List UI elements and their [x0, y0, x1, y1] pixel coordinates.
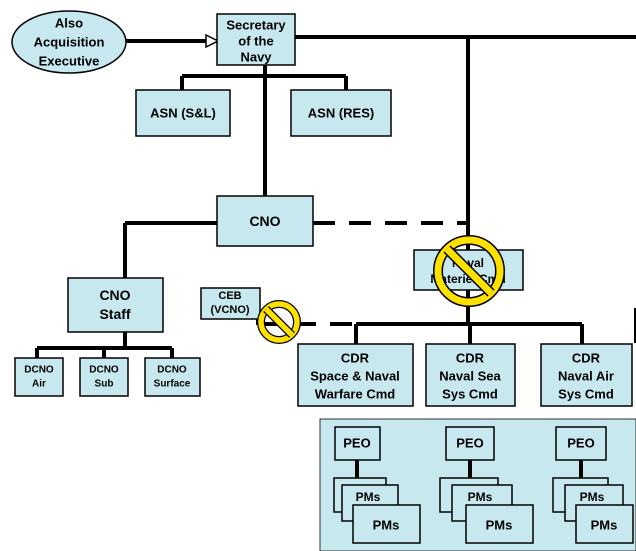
cdr-spawar-line-1: CDR	[341, 351, 370, 366]
acquisition-line-1: Also	[55, 16, 83, 31]
cno-staff-line-1: CNO	[99, 287, 130, 303]
cdr-navsea-line-1: CDR	[456, 351, 485, 366]
prohibition-icon	[433, 235, 505, 307]
cno-staff-line-2: Staff	[99, 306, 130, 322]
cno-staff-node: CNO Staff	[67, 277, 164, 333]
pm-mid-label: PMs	[468, 490, 493, 504]
cdr-navair-line-3: Sys Cmd	[558, 387, 614, 402]
secnav-line-3: Navy	[240, 50, 272, 65]
dcno-air-node: DCNO Air	[14, 357, 64, 397]
acquisition-executive-node: Also Acquisition Executive	[11, 10, 127, 74]
secretary-of-navy-node: Secretary of the Navy	[216, 13, 296, 66]
cdr-navair-node: CDR Naval Air Sys Cmd	[540, 343, 633, 407]
pms-label: PMs	[486, 518, 513, 533]
dcno-air-line-2: Air	[32, 379, 46, 390]
dcno-sub-line-2: Sub	[95, 379, 114, 390]
cno-node: CNO	[216, 195, 314, 247]
pms-label: PMs	[373, 518, 400, 533]
peo-label: PEO	[343, 436, 370, 451]
peo-label: PEO	[567, 436, 594, 451]
secnav-line-1: Secretary	[226, 18, 286, 33]
asn-res-node: ASN (RES)	[290, 89, 392, 137]
ceb-line-1: CEB	[218, 290, 241, 302]
asn-sl-label: ASN (S&L)	[150, 106, 216, 121]
dcno-surface-line-2: Surface	[154, 379, 191, 390]
pm-mid-label: PMs	[580, 490, 605, 504]
peo-label: PEO	[456, 436, 483, 451]
dcno-surface-line-1: DCNO	[157, 365, 187, 376]
peo-group-3: PEO PM PMs PMs	[552, 426, 634, 544]
cdr-navair-line-2: Naval Air	[558, 369, 614, 384]
cdr-spawar-line-3: Warfare Cmd	[315, 387, 395, 402]
cdr-navsea-node: CDR Naval Sea Sys Cmd	[425, 343, 516, 407]
ceb-node: CEB (VCNO)	[200, 287, 261, 320]
asn-res-label: ASN (RES)	[308, 106, 374, 121]
dcno-sub-node: DCNO Sub	[79, 357, 129, 397]
peo-group-2: PEO PM PMs PMs	[439, 426, 534, 544]
cdr-navair-line-1: CDR	[572, 351, 601, 366]
pm-mid-label: PMs	[356, 490, 381, 504]
dcno-sub-line-1: DCNO	[89, 365, 119, 376]
prohibition-icon	[257, 300, 301, 344]
asn-sl-node: ASN (S&L)	[135, 89, 231, 137]
cdr-navsea-line-2: Naval Sea	[439, 369, 501, 384]
acquisition-line-2: Acquisition	[34, 35, 105, 50]
secnav-line-2: of the	[238, 34, 273, 49]
acquisition-line-3: Executive	[39, 54, 100, 69]
connector-lines	[35, 35, 636, 358]
cdr-spawar-line-2: Space & Naval	[310, 369, 400, 384]
pms-label: PMs	[591, 518, 618, 533]
ceb-line-2: (VCNO)	[210, 304, 249, 316]
cdr-navsea-line-3: Sys Cmd	[442, 387, 498, 402]
cno-label: CNO	[249, 213, 280, 229]
dcno-air-line-1: DCNO	[24, 365, 54, 376]
dcno-surface-node: DCNO Surface	[144, 357, 201, 397]
cdr-spawar-node: CDR Space & Naval Warfare Cmd	[297, 343, 414, 407]
peo-group-1: PEO PM PMs PMs	[333, 426, 421, 544]
